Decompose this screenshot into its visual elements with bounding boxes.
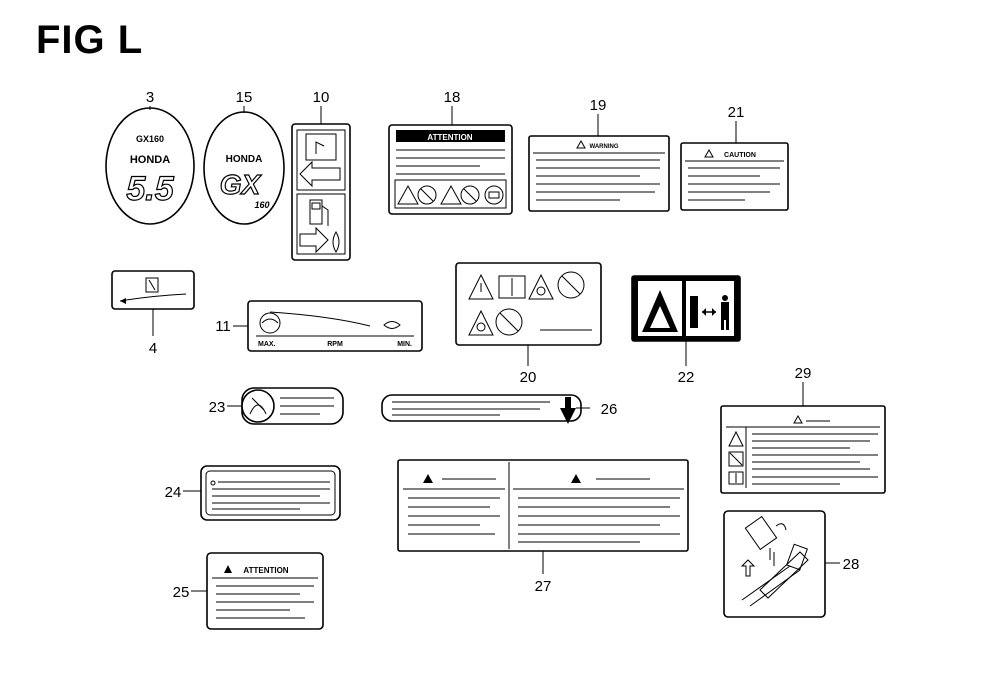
callout-18-label: 18 [444, 89, 461, 106]
decal-19-header-text: WARNING [590, 144, 619, 150]
callout-19-label: 19 [590, 97, 607, 114]
callout-18[interactable]: 18 [444, 89, 461, 125]
decal-3[interactable]: GX160 HONDA 5.5 [105, 107, 195, 225]
callout-22[interactable]: 22 [678, 341, 695, 386]
decal-20[interactable] [455, 262, 602, 346]
callout-29[interactable]: 29 [795, 365, 812, 406]
decal-25[interactable]: ATTENTION [206, 552, 324, 630]
decal-22[interactable] [631, 275, 741, 342]
callout-25-label: 25 [173, 584, 190, 601]
decal-26[interactable] [381, 394, 582, 424]
callout-3-label: 3 [146, 89, 154, 106]
decal-15-series-text: GX [220, 169, 263, 200]
figure-title: FIG L [36, 18, 144, 62]
decal-27[interactable] [397, 459, 689, 552]
callout-22-label: 22 [678, 369, 695, 386]
decal-3-model-text: GX160 [136, 134, 164, 144]
decal-15[interactable]: HONDA GX 160 [203, 111, 285, 225]
decal-15-brand-text: HONDA [226, 154, 263, 165]
callout-21-label: 21 [728, 104, 745, 121]
callout-25[interactable]: 25 [173, 584, 207, 601]
callout-28-label: 28 [843, 556, 860, 573]
decal-4[interactable] [111, 270, 195, 310]
decal-11-max-text: MAX. [258, 341, 276, 348]
callout-28[interactable]: 28 [825, 556, 859, 573]
callout-23-label: 23 [209, 399, 226, 416]
callout-27-label: 27 [535, 578, 552, 595]
decal-11-rpm-text: RPM [327, 341, 343, 348]
callout-26[interactable]: 26 [576, 401, 617, 418]
decal-23[interactable] [241, 387, 344, 425]
decal-15-model-text: 160 [254, 200, 269, 210]
decal-29[interactable] [720, 405, 886, 494]
callout-20[interactable]: 20 [520, 345, 537, 386]
decal-3-brand-text: HONDA [130, 154, 170, 166]
callout-10[interactable]: 10 [313, 89, 330, 124]
callout-20-label: 20 [520, 369, 537, 386]
decal-10[interactable] [291, 123, 351, 261]
callout-29-label: 29 [795, 365, 812, 382]
decal-11-min-text: MIN. [397, 341, 412, 348]
callout-26-label: 26 [601, 401, 618, 418]
decal-21[interactable]: CAUTION [680, 142, 789, 211]
callout-19[interactable]: 19 [590, 97, 607, 136]
decal-25-header-text: ATTENTION [243, 566, 288, 575]
decal-24[interactable] [200, 465, 341, 521]
callout-15-label: 15 [236, 89, 253, 106]
decal-28[interactable] [723, 510, 826, 618]
callout-24[interactable]: 24 [165, 484, 201, 501]
callout-21[interactable]: 21 [728, 104, 745, 143]
callout-15[interactable]: 15 [236, 89, 253, 113]
callout-11[interactable]: 11 [215, 318, 248, 335]
callout-24-label: 24 [165, 484, 182, 501]
callout-27[interactable]: 27 [535, 551, 552, 595]
callout-23[interactable]: 23 [209, 399, 242, 416]
callout-11-label: 11 [215, 318, 231, 335]
callout-3[interactable]: 3 [146, 89, 154, 110]
decal-3-hp-text: 5.5 [126, 170, 174, 208]
callout-4[interactable]: 4 [149, 309, 157, 357]
decal-18[interactable]: ATTENTION [388, 124, 513, 215]
decal-11[interactable]: MAX. RPM MIN. [247, 300, 423, 352]
callout-10-label: 10 [313, 89, 330, 106]
decal-21-header-text: CAUTION [724, 152, 756, 159]
decal-18-header-text: ATTENTION [427, 133, 472, 142]
callout-4-label: 4 [149, 340, 157, 357]
decal-19[interactable]: WARNING [528, 135, 670, 212]
